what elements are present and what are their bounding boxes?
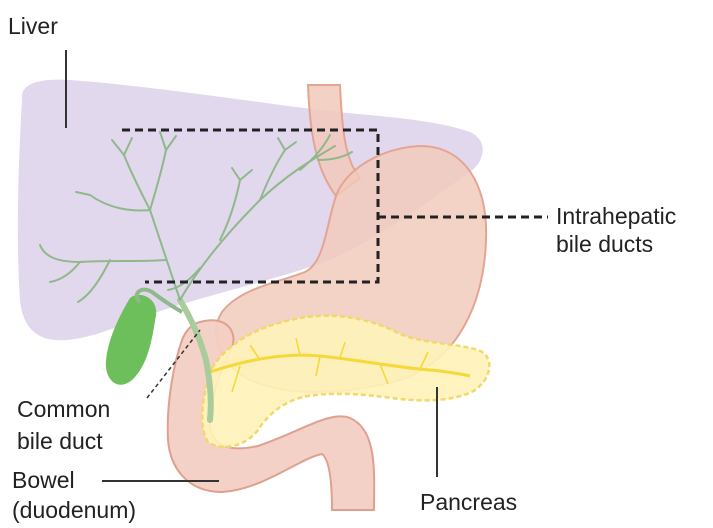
pancreas-label: Pancreas [420, 488, 517, 516]
liver-label: Liver [8, 12, 58, 40]
common-bile-duct-label: Common bile duct [17, 395, 110, 455]
pancreas-label-text: Pancreas [420, 489, 517, 515]
liver-label-text: Liver [8, 13, 58, 39]
intrahepatic-label-line1: Intrahepatic [556, 202, 676, 230]
bowel-label-line1: Bowel [12, 466, 136, 494]
intrahepatic-label-line2: bile ducts [556, 230, 676, 258]
bowel-label-line2: (duodenum) [12, 496, 136, 524]
common-bile-duct-label-line2: bile duct [17, 427, 110, 455]
bowel-label: Bowel (duodenum) [12, 466, 136, 524]
intrahepatic-bile-ducts-label: Intrahepatic bile ducts [556, 202, 676, 258]
common-bile-duct-label-line1: Common [17, 395, 110, 423]
